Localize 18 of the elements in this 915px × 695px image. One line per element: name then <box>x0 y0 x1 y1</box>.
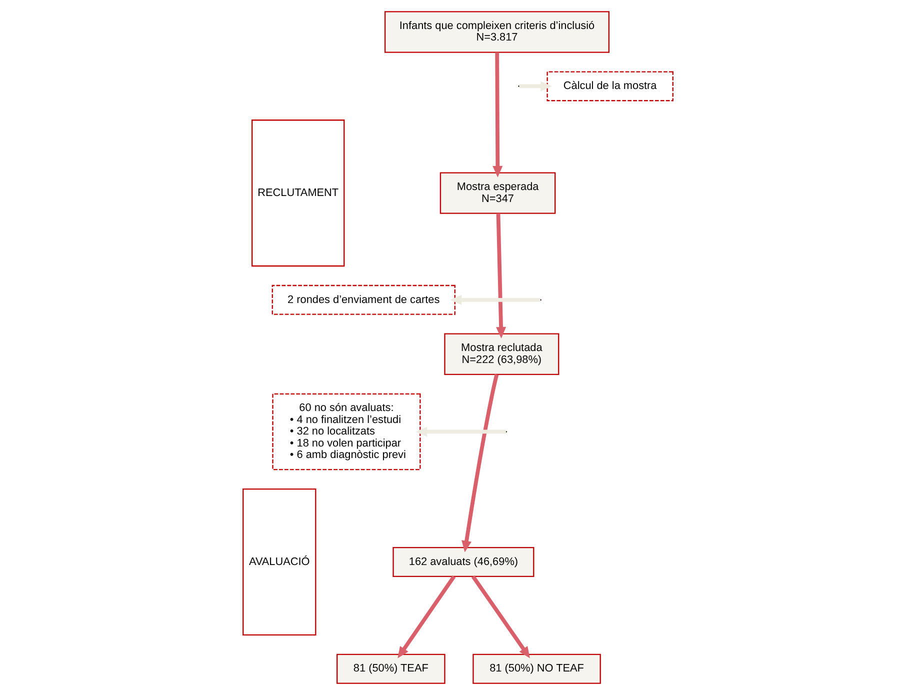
node-box: Càlcul de la mostra <box>546 71 673 102</box>
node-box: 60 no són avaluats: • 4 no finalitzen l’estudi • 32 no localitzats • 18 no volen participar • 6 amb diagnòstic previ <box>272 393 420 470</box>
node-box: 81 (50%) TEAF <box>336 654 445 684</box>
arrow <box>492 52 502 178</box>
node-box: Infants que compleixen criteris d’inclusió N=3.817 <box>384 11 609 53</box>
arrow <box>415 426 506 437</box>
node-box: 81 (50%) NO TEAF <box>472 654 600 684</box>
node-box: RECLUTAMENT <box>251 120 344 267</box>
arrow <box>518 81 552 92</box>
node-box: Mostra reclutada N=222 (63,98%) <box>444 333 559 375</box>
arrow <box>496 213 506 338</box>
arrow <box>470 575 530 658</box>
node-box: 162 avaluats (46,69%) <box>392 546 534 577</box>
node-box: Mostra esperada N=347 <box>439 172 556 214</box>
arrow <box>397 575 456 658</box>
arrow <box>461 374 498 552</box>
node-box: 2 rondes d’enviament de cartes <box>271 284 455 315</box>
node-box: AVALUACIÓ <box>242 488 316 636</box>
